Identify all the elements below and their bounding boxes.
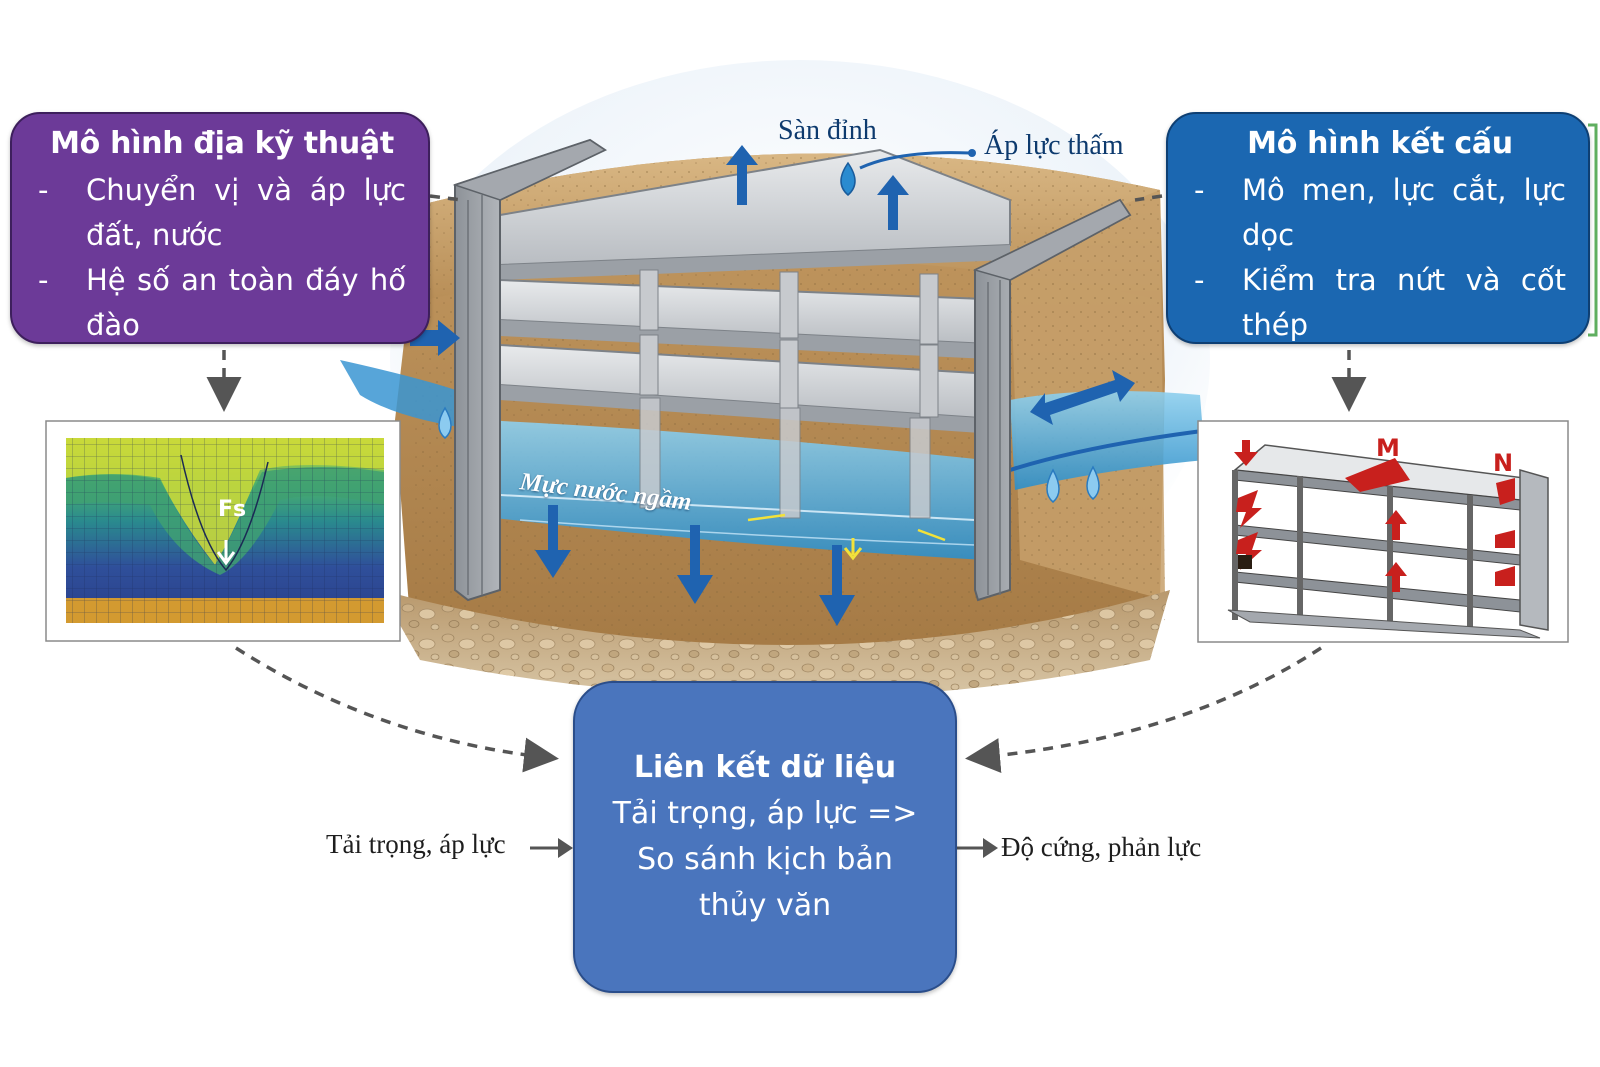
- data-link-line: So sánh kịch bản: [637, 837, 893, 883]
- support-block: [1238, 555, 1252, 569]
- seepage-pressure-label: Áp lực thấm: [984, 130, 1124, 162]
- structure-box-list: Mô men, lực cắt, lực dọc Kiểm tra nứt và…: [1194, 168, 1566, 348]
- geotech-item: Hệ số an toàn đáy hố đào: [38, 258, 406, 348]
- safety-factor-label: Fs: [218, 497, 246, 522]
- geotech-box-title: Mô hình địa kỹ thuật: [38, 124, 406, 164]
- geotech-item: Chuyển vị và áp lực đất, nước: [38, 168, 406, 258]
- data-link-line: Tải trọng, áp lực =>: [613, 791, 918, 837]
- data-link-box: Liên kết dữ liệu Tải trọng, áp lực => So…: [573, 681, 957, 993]
- geotech-model-image: [46, 421, 400, 641]
- top-slab-label: Sàn đỉnh: [778, 115, 877, 147]
- geotech-model-box: Mô hình địa kỹ thuật Chuyển vị và áp lực…: [10, 112, 430, 344]
- moment-label: M: [1376, 434, 1400, 462]
- load-pressure-label: Tải trọng, áp lực: [326, 829, 506, 860]
- structure-model-box: Mô hình kết cấu Mô men, lực cắt, lực dọc…: [1166, 112, 1590, 344]
- seepage-leader-dot: [968, 149, 976, 157]
- structure-item: Mô men, lực cắt, lực dọc: [1194, 168, 1566, 258]
- structure-box-title: Mô hình kết cấu: [1194, 124, 1566, 164]
- geotech-box-list: Chuyển vị và áp lực đất, nước Hệ số an t…: [38, 168, 406, 348]
- data-link-title: Liên kết dữ liệu: [634, 745, 896, 791]
- data-link-line: thủy văn: [699, 883, 831, 929]
- structure-item: Kiểm tra nứt và cốt thép: [1194, 258, 1566, 348]
- axial-force-label: N: [1493, 449, 1513, 477]
- stiffness-reaction-label: Độ cứng, phản lực: [1001, 832, 1201, 863]
